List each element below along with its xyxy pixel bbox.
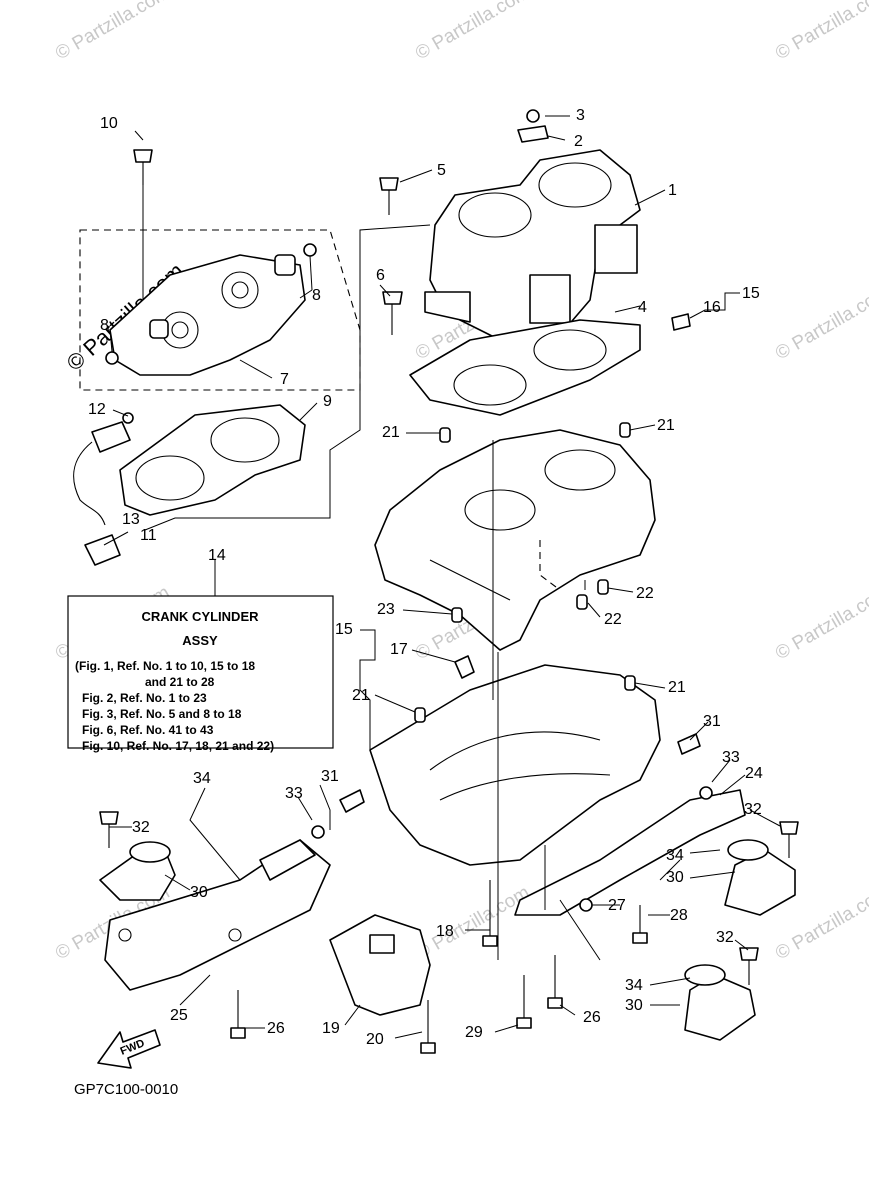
callout-label: 33 [722, 749, 740, 766]
callout-label: 8 [312, 287, 321, 304]
cylinder-head-cover [109, 254, 306, 376]
note-line: Fig. 10, Ref. No. 17, 18, 21 and 22) [82, 739, 274, 753]
callout-label: 22 [604, 611, 622, 628]
callout-label: 15 [742, 285, 760, 302]
note-subtitle: ASSY [182, 633, 218, 648]
callout-label: 27 [608, 897, 626, 914]
callout-label: 26 [267, 1020, 285, 1037]
callout-label: 20 [366, 1031, 384, 1048]
callout-label: 10 [100, 115, 118, 132]
bolt-8-lower [105, 351, 119, 365]
callout-label: 33 [285, 785, 303, 802]
callout-label: 32 [744, 801, 762, 818]
bolts-lower [99, 733, 799, 1054]
engine-mount-30-bottom [684, 964, 756, 1041]
watermark-text: © Partzilla.com [412, 0, 533, 64]
callout-label: 31 [703, 713, 721, 730]
callout-label: 8 [100, 317, 109, 334]
callout-label: 5 [437, 162, 446, 179]
note-line: Fig. 2, Ref. No. 1 to 23 [82, 691, 207, 705]
callout-label: 30 [666, 869, 684, 886]
callout-label: 25 [170, 1007, 188, 1024]
engine-mount-bracket-25 [104, 839, 331, 991]
bolt-8-upper [303, 243, 317, 291]
callout-label: 17 [390, 641, 408, 658]
assembly-note-box: CRANK CYLINDER ASSY (Fig. 1, Ref. No. 1 … [67, 595, 334, 753]
callout-label: 21 [657, 417, 675, 434]
cylinder-body [424, 149, 641, 341]
callout-numbers: 10 3 2 5 1 6 8 8 15 16 4 7 9 12 13 11 14… [88, 107, 763, 1048]
callout-label: 18 [436, 923, 454, 940]
callout-label: 34 [666, 847, 684, 864]
callout-label: 7 [280, 371, 289, 388]
callout-label: 30 [625, 997, 643, 1014]
callout-label: 21 [382, 424, 400, 441]
callout-label: 9 [323, 393, 332, 410]
callout-label: 34 [625, 977, 643, 994]
callout-label: 21 [352, 687, 370, 704]
mount-plate-19 [329, 914, 431, 1016]
callout-label: 1 [668, 182, 677, 199]
bolt-5 [379, 177, 399, 215]
callout-label: 15 [335, 621, 353, 638]
callout-label: 16 [703, 299, 721, 316]
head-gasket [119, 404, 306, 516]
callout-label: 2 [574, 133, 583, 150]
watermark-text: © Partzilla.com [772, 582, 869, 664]
leader-lines [103, 115, 781, 1039]
callout-label: 12 [88, 401, 106, 418]
callout-label: 22 [636, 585, 654, 602]
callout-label: 21 [668, 679, 686, 696]
bracket-2 [517, 109, 549, 143]
callout-label: 19 [322, 1020, 340, 1037]
note-line: Fig. 6, Ref. No. 41 to 43 [82, 723, 214, 737]
callout-label: 3 [576, 107, 585, 124]
note-title: CRANK CYLINDER [142, 609, 260, 624]
callout-label: 14 [208, 547, 226, 564]
engine-mount-bracket-24 [514, 789, 746, 916]
callout-label: 32 [716, 929, 734, 946]
stud-16 [671, 313, 691, 331]
cylinder-base-gasket [409, 319, 641, 416]
callout-label: 4 [638, 299, 647, 316]
fwd-arrow: FWD [97, 1029, 161, 1069]
note-line: (Fig. 1, Ref. No. 1 to 10, 15 to 18 [75, 659, 255, 673]
note-line: and 21 to 28 [145, 675, 215, 689]
bolt-6 [382, 291, 403, 335]
engine-mount-30-left [99, 841, 176, 901]
callout-label: 13 [122, 511, 140, 528]
callout-label: 29 [465, 1024, 483, 1041]
watermark-text: © Partzilla.com [772, 282, 869, 364]
watermark-text: © Partzilla.com [52, 0, 173, 64]
diagram-code: GP7C100-0010 [74, 1081, 178, 1098]
watermark-text: © Partzilla.com [772, 0, 869, 64]
callout-label: 23 [377, 601, 395, 618]
callout-label: 34 [193, 770, 211, 787]
watermark-text: © Partzilla.com [412, 882, 533, 964]
callout-label: 26 [583, 1009, 601, 1026]
callout-label: 32 [132, 819, 150, 836]
callout-label: 24 [745, 765, 763, 782]
callout-label: 11 [140, 527, 157, 544]
callout-label: 31 [321, 768, 339, 785]
callout-label: 28 [670, 907, 688, 924]
upper-crankcase [374, 422, 656, 679]
callout-label: 30 [190, 884, 208, 901]
callout-label: 6 [376, 267, 385, 284]
note-line: Fig. 3, Ref. No. 5 and 8 to 18 [82, 707, 242, 721]
engine-mount-30-right [724, 839, 796, 916]
bolt-10 [133, 149, 153, 300]
lower-crankcase [369, 664, 661, 866]
